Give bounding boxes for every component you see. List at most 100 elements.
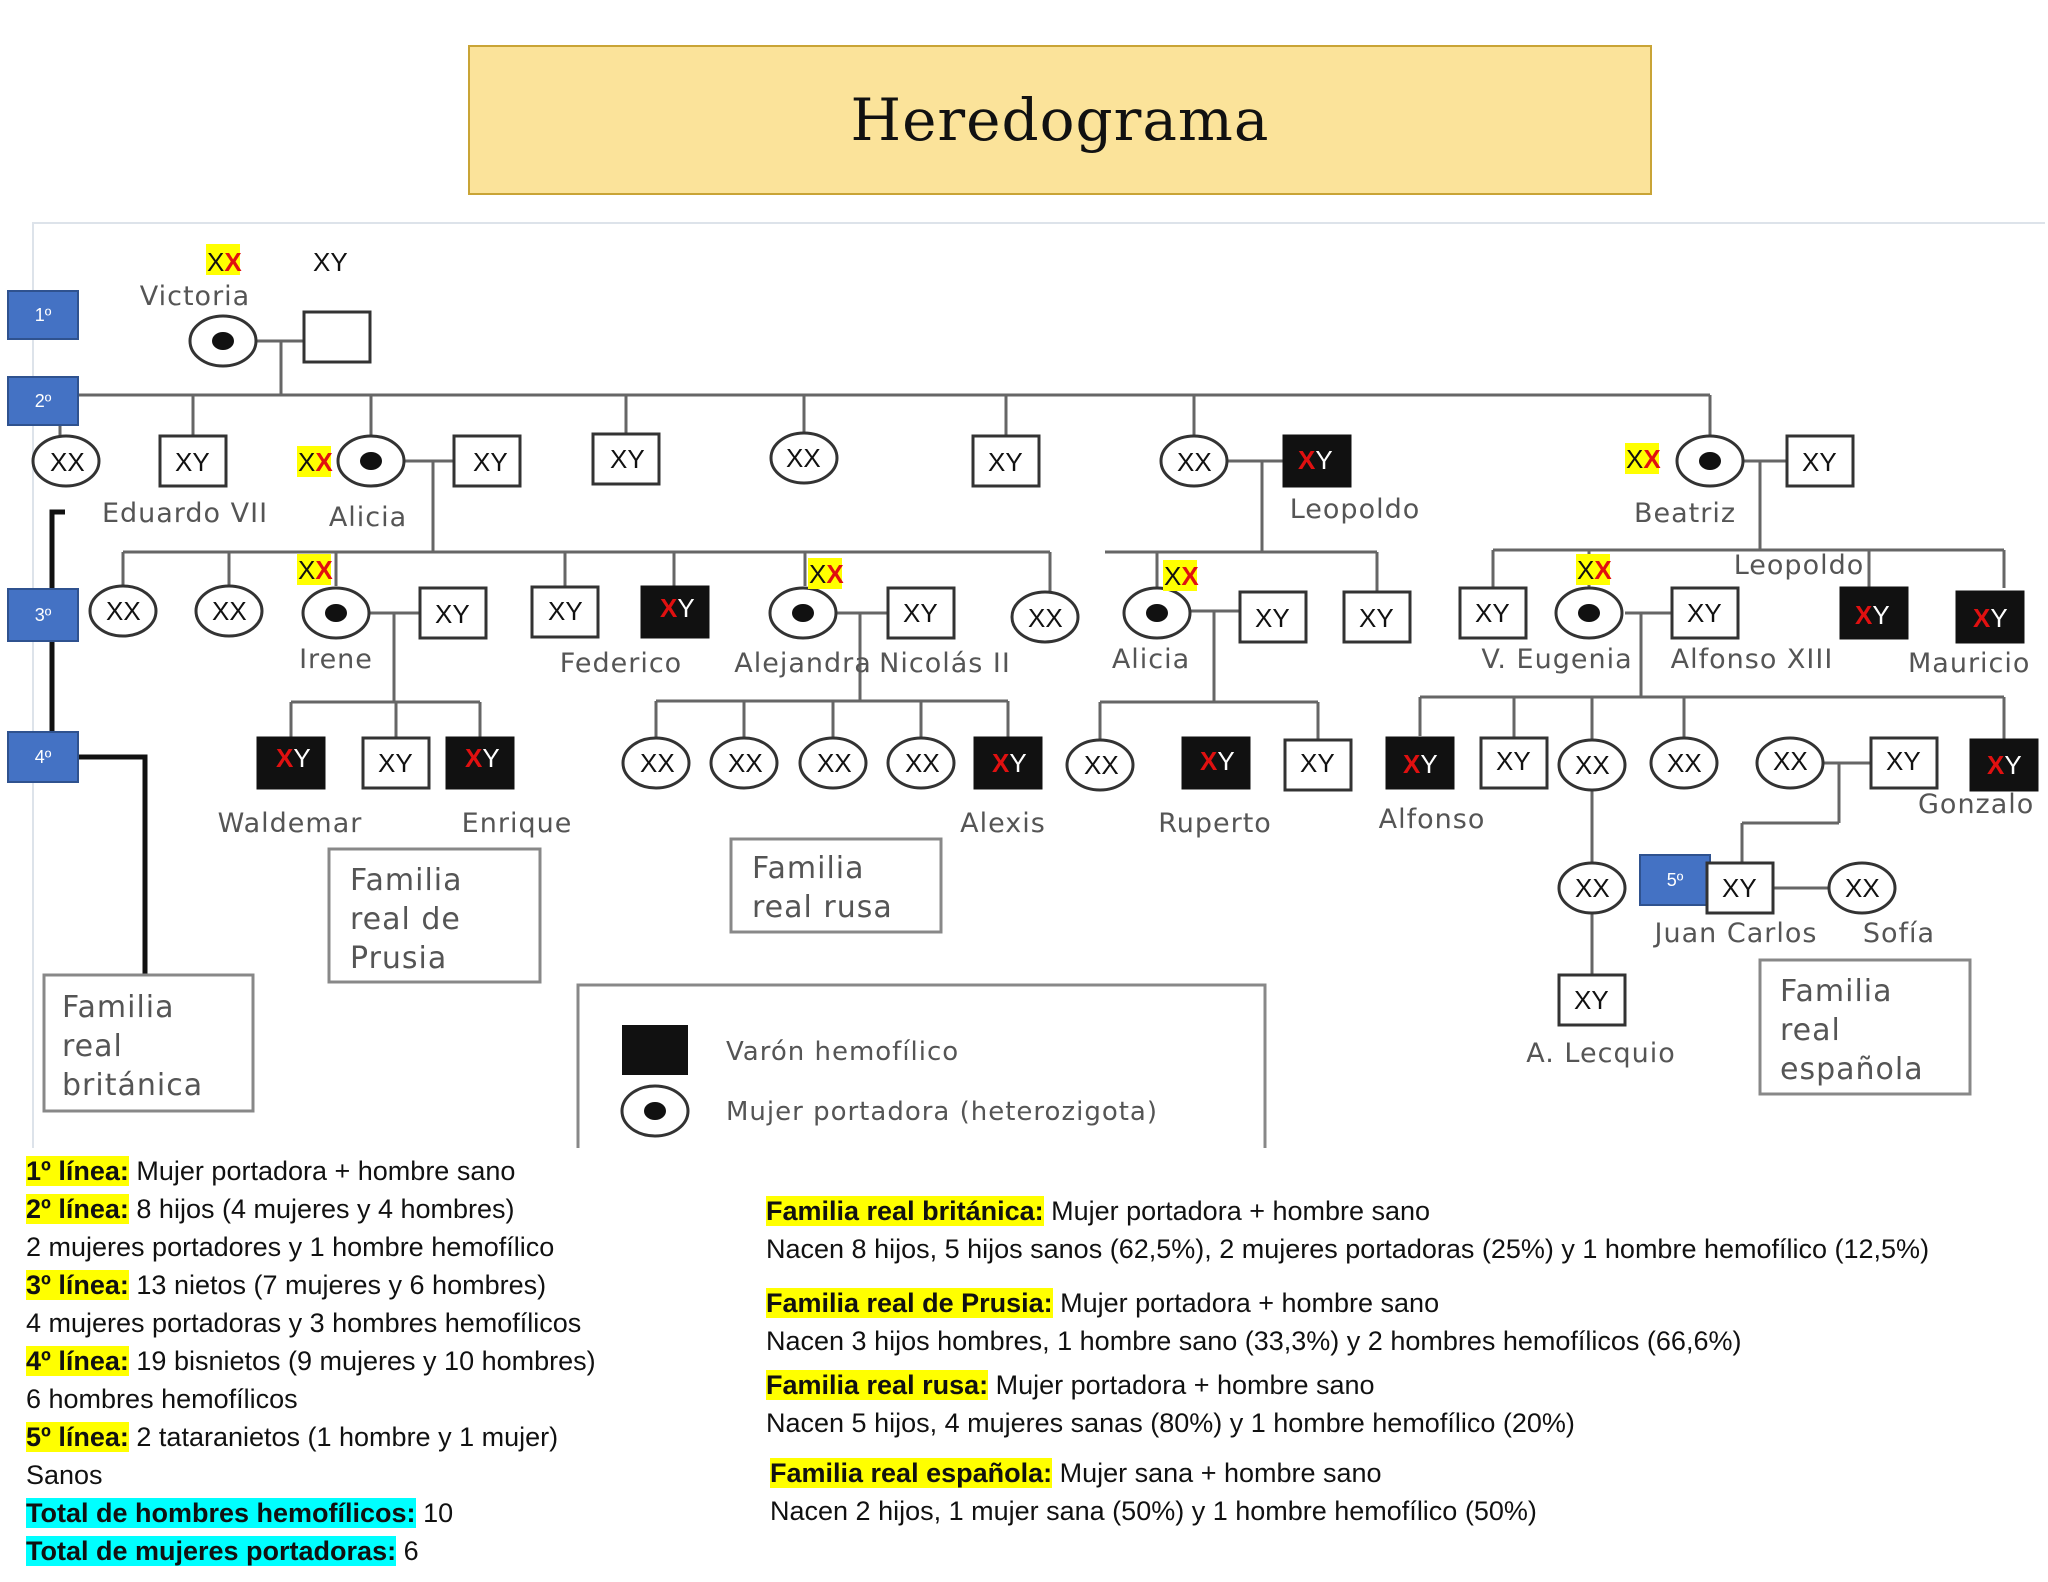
svg-text:XX: XX xyxy=(1577,555,1612,585)
svg-text:XY: XY xyxy=(610,444,645,474)
svg-text:XY: XY xyxy=(1687,598,1722,628)
svg-text:XY: XY xyxy=(1255,603,1290,633)
svg-text:real rusa: real rusa xyxy=(752,890,893,925)
svg-text:Beatriz: Beatriz xyxy=(1634,498,1736,529)
genotype-highlights xyxy=(206,244,1659,591)
svg-text:Alicia: Alicia xyxy=(1112,644,1190,675)
total-line: Total de mujeres portadoras: 6 xyxy=(26,1536,419,1566)
svg-text:Victoria: Victoria xyxy=(140,281,250,312)
title-box: Heredograma xyxy=(468,45,1652,195)
svg-text:Ruperto: Ruperto xyxy=(1158,808,1272,839)
genotype-labels: XX XY XX XY XX XY XY XX XY XX XY XX XY X… xyxy=(50,247,2022,1015)
svg-text:Mauricio: Mauricio xyxy=(1908,648,2030,679)
svg-text:Leopoldo: Leopoldo xyxy=(1734,550,1865,581)
svg-text:XY: XY xyxy=(1300,748,1335,778)
svg-text:XX: XX xyxy=(1575,873,1610,903)
svg-text:Federico: Federico xyxy=(560,648,682,679)
svg-text:Alfonso: Alfonso xyxy=(1379,804,1486,835)
svg-text:XY: XY xyxy=(548,596,583,626)
svg-text:XY: XY xyxy=(1987,750,2022,780)
svg-text:real: real xyxy=(1780,1013,1841,1048)
svg-text:XY: XY xyxy=(1475,598,1510,628)
svg-text:XX: XX xyxy=(1084,750,1119,780)
family-note-rusa: Familia real rusa: Mujer portadora + hom… xyxy=(766,1370,1575,1438)
svg-text:5º: 5º xyxy=(1667,870,1684,890)
svg-text:XY: XY xyxy=(175,447,210,477)
note-line: 5º línea: 2 tataranietos (1 hombre y 1 m… xyxy=(26,1422,559,1452)
total-line: Total de hombres hemofílicos: 10 xyxy=(26,1498,454,1528)
note-line: 4 mujeres portadoras y 3 hombres hemofíl… xyxy=(26,1308,582,1338)
svg-text:Alejandra: Alejandra xyxy=(734,648,872,679)
svg-text:XY: XY xyxy=(1359,603,1394,633)
family-note-espanola: Familia real española: Mujer sana + homb… xyxy=(770,1458,1537,1526)
svg-text:XY: XY xyxy=(473,447,508,477)
svg-text:Prusia: Prusia xyxy=(350,941,447,976)
svg-text:Varón hemofílico: Varón hemofílico xyxy=(726,1037,959,1067)
svg-text:XX: XX xyxy=(298,555,333,585)
svg-text:Familia: Familia xyxy=(752,851,865,886)
svg-text:XY: XY xyxy=(660,593,695,623)
svg-text:XY: XY xyxy=(1855,600,1890,630)
page-title: Heredograma xyxy=(850,86,1270,154)
svg-text:XY: XY xyxy=(378,748,413,778)
note-line: 1º línea: Mujer portadora + hombre sano xyxy=(26,1156,516,1186)
svg-text:Leopoldo: Leopoldo xyxy=(1290,494,1421,525)
svg-text:Juan Carlos: Juan Carlos xyxy=(1653,918,1818,949)
svg-text:Nicolás II: Nicolás II xyxy=(879,648,1011,679)
svg-text:XX: XX xyxy=(905,748,940,778)
svg-text:XY: XY xyxy=(1496,746,1531,776)
svg-text:XX: XX xyxy=(1845,873,1880,903)
generation-notes: 1º línea: Mujer portadora + hombre sano … xyxy=(26,1152,756,1570)
note-line: Sanos xyxy=(26,1460,103,1490)
svg-text:XX: XX xyxy=(212,596,247,626)
svg-text:XX: XX xyxy=(1028,603,1063,633)
note-line: 6 hombres hemofílicos xyxy=(26,1384,298,1414)
svg-text:XY: XY xyxy=(276,743,311,773)
svg-text:Mujer portadora (heterozigota): Mujer portadora (heterozigota) xyxy=(726,1097,1158,1127)
svg-text:XY: XY xyxy=(1200,746,1235,776)
generation-labels: 1º 2º 3º 4º 5º xyxy=(7,290,1711,906)
svg-text:Waldemar: Waldemar xyxy=(218,808,363,839)
svg-text:Familia: Familia xyxy=(62,990,175,1025)
svg-text:A. Lecquio: A. Lecquio xyxy=(1526,1038,1675,1069)
svg-text:Irene: Irene xyxy=(299,644,373,675)
svg-text:británica: británica xyxy=(62,1068,203,1103)
svg-text:XX: XX xyxy=(1575,750,1610,780)
pedigree-diagram: 1º 2º 3º 4º 5º xyxy=(7,222,2045,1148)
svg-text:XX: XX xyxy=(298,447,333,477)
svg-text:XX: XX xyxy=(817,748,852,778)
svg-text:XY: XY xyxy=(1802,447,1837,477)
svg-text:Eduardo VII: Eduardo VII xyxy=(102,498,268,529)
svg-text:Familia: Familia xyxy=(350,863,463,898)
svg-text:Enrique: Enrique xyxy=(462,808,573,839)
legend: Varón hemofílico Mujer portadora (hetero… xyxy=(576,983,1267,1148)
svg-text:XX: XX xyxy=(207,247,242,277)
note-line: 2 mujeres portadores y 1 hombre hemofíli… xyxy=(26,1232,555,1262)
note-line: 3º línea: 13 nietos (7 mujeres y 6 hombr… xyxy=(26,1270,547,1300)
person-names: Victoria Eduardo VII Alicia Leopoldo Bea… xyxy=(102,281,2033,1069)
svg-text:XX: XX xyxy=(1164,561,1199,591)
svg-text:XY: XY xyxy=(1574,985,1609,1015)
svg-text:XX: XX xyxy=(640,748,675,778)
svg-text:XY: XY xyxy=(988,447,1023,477)
family-note-prusia: Familia real de Prusia: Mujer portadora … xyxy=(766,1288,1742,1356)
svg-text:XX: XX xyxy=(106,596,141,626)
svg-text:V. Eugenia: V. Eugenia xyxy=(1481,644,1632,675)
svg-text:XY: XY xyxy=(1973,603,2008,633)
svg-text:XX: XX xyxy=(50,447,85,477)
svg-text:XY: XY xyxy=(1886,746,1921,776)
svg-text:XX: XX xyxy=(1177,447,1212,477)
generation-bracket xyxy=(49,509,148,978)
svg-text:real de: real de xyxy=(350,902,461,937)
svg-text:española: española xyxy=(1780,1052,1924,1087)
svg-text:XX: XX xyxy=(786,443,821,473)
family-boxes: Familia real británica Familia real de P… xyxy=(42,837,1972,1113)
svg-text:XY: XY xyxy=(1722,873,1757,903)
family-note-britanica: Familia real británica: Mujer portadora … xyxy=(766,1196,1930,1264)
svg-text:XX: XX xyxy=(1667,748,1702,778)
svg-text:XX: XX xyxy=(809,559,844,589)
svg-text:XY: XY xyxy=(435,599,470,629)
svg-text:4º: 4º xyxy=(35,747,52,767)
note-line: 2º línea: 8 hijos (4 mujeres y 4 hombres… xyxy=(26,1194,515,1224)
svg-text:2º: 2º xyxy=(35,391,52,411)
